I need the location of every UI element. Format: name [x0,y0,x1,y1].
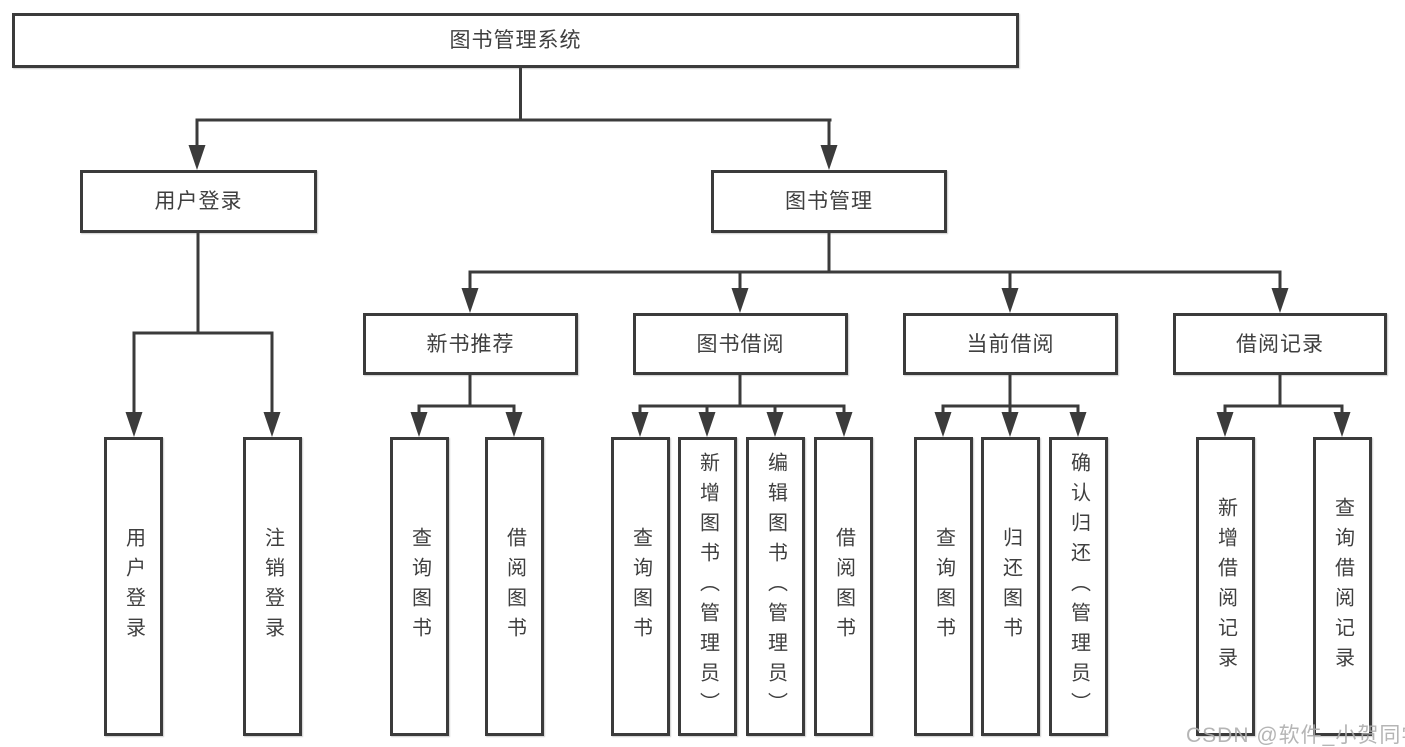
leaf-user-login: 用户登录 [104,437,163,736]
node-book-management: 图书管理 [711,170,947,233]
leaf-logout: 注销登录 [243,437,302,736]
node-borrow-records: 借阅记录 [1173,313,1387,375]
node-current-borrow: 当前借阅 [903,313,1118,375]
leaf-newbook-borrow: 借阅图书 [485,437,544,736]
node-user-login: 用户登录 [80,170,317,233]
node-user-login-label: 用户登录 [154,190,243,213]
leaf-borrow-search: 查询图书 [611,437,670,736]
node-book-management-label: 图书管理 [785,190,873,213]
leaf-current-search: 查询图书 [914,437,973,736]
node-root: 图书管理系统 [12,13,1019,68]
leaf-borrow-add-admin: 新增图书（管理员） [678,437,737,736]
leaf-newbook-search-label: 查询图书 [408,526,431,647]
leaf-borrow-add-admin-label: 新增图书（管理员） [696,451,719,722]
leaf-borrow-borrow: 借阅图书 [814,437,873,736]
node-book-borrow: 图书借阅 [633,313,848,375]
leaf-newbook-search: 查询图书 [390,437,449,736]
node-root-label: 图书管理系统 [449,29,582,52]
leaf-current-confirm-return-admin-label: 确认归还（管理员） [1067,451,1090,722]
node-new-book-recommend-label: 新书推荐 [426,332,515,356]
leaf-current-return: 归还图书 [981,437,1040,736]
leaf-borrow-borrow-label: 借阅图书 [832,526,855,647]
leaf-record-search: 查询借阅记录 [1313,437,1372,736]
leaf-current-confirm-return-admin: 确认归还（管理员） [1049,437,1108,736]
leaf-borrow-edit-admin: 编辑图书（管理员） [746,437,805,736]
node-current-borrow-label: 当前借阅 [966,332,1055,356]
csdn-watermark: CSDN @软件_小贺同学 [1186,724,1405,747]
node-borrow-records-label: 借阅记录 [1236,332,1324,356]
leaf-current-search-label: 查询图书 [932,526,955,647]
leaf-borrow-search-label: 查询图书 [629,526,652,647]
leaf-record-add: 新增借阅记录 [1196,437,1255,736]
leaf-record-add-label: 新增借阅记录 [1214,496,1237,677]
leaf-user-login-label: 用户登录 [122,526,145,647]
leaf-borrow-edit-admin-label: 编辑图书（管理员） [764,451,787,722]
leaf-logout-label: 注销登录 [261,526,284,647]
leaf-record-search-label: 查询借阅记录 [1331,496,1354,677]
node-book-borrow-label: 图书借阅 [696,332,785,356]
leaf-newbook-borrow-label: 借阅图书 [503,526,526,647]
leaf-current-return-label: 归还图书 [999,526,1022,647]
node-new-book-recommend: 新书推荐 [363,313,578,375]
